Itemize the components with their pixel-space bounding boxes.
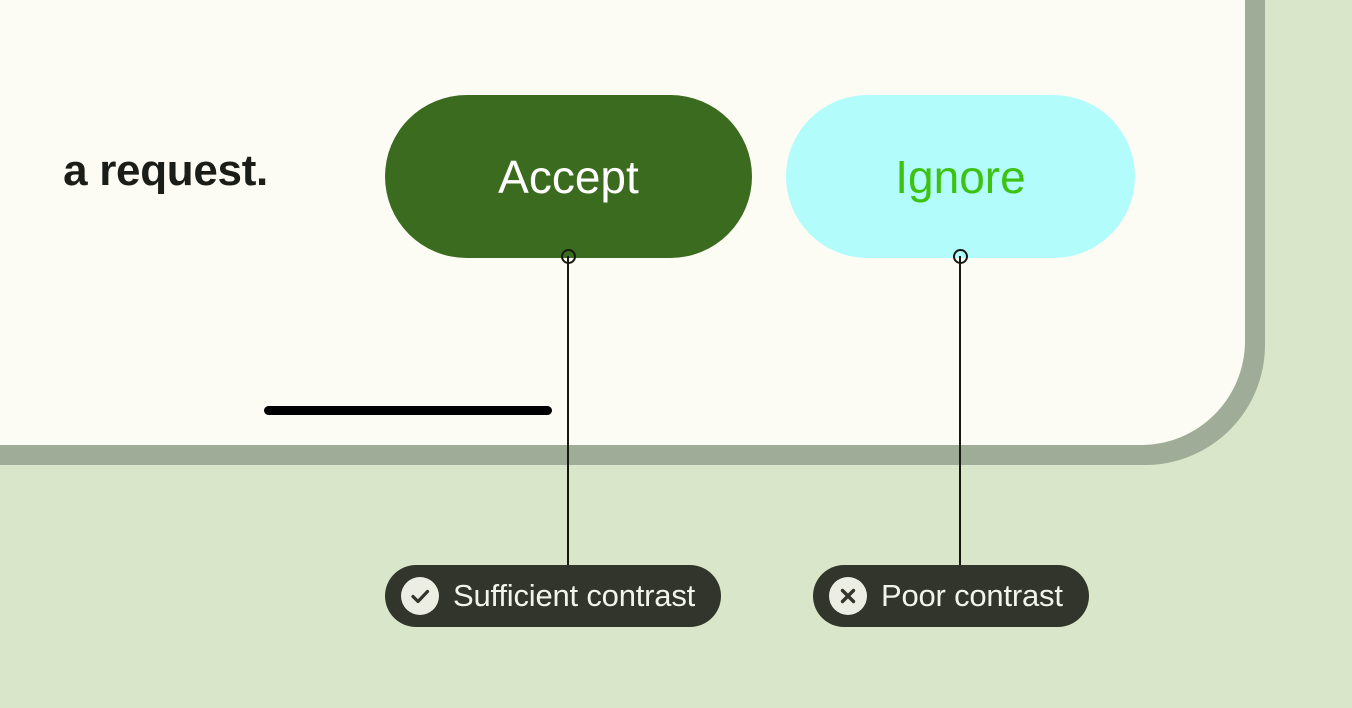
x-circle-icon (829, 577, 867, 615)
callout-line-sufficient (567, 256, 569, 567)
home-indicator (264, 406, 552, 415)
annotation-label-sufficient: Sufficient contrast (453, 578, 696, 613)
ignore-button[interactable]: Ignore (786, 95, 1135, 258)
check-circle-icon (401, 577, 439, 615)
callout-dot-poor (953, 249, 968, 264)
request-message-text: a request. (63, 146, 268, 195)
callout-dot-sufficient (561, 249, 576, 264)
annotation-poor-contrast: Poor contrast (813, 565, 1089, 627)
annotation-sufficient-contrast: Sufficient contrast (385, 565, 722, 627)
callout-line-poor (959, 256, 961, 567)
annotation-label-poor: Poor contrast (881, 578, 1063, 613)
accept-button[interactable]: Accept (385, 95, 752, 258)
